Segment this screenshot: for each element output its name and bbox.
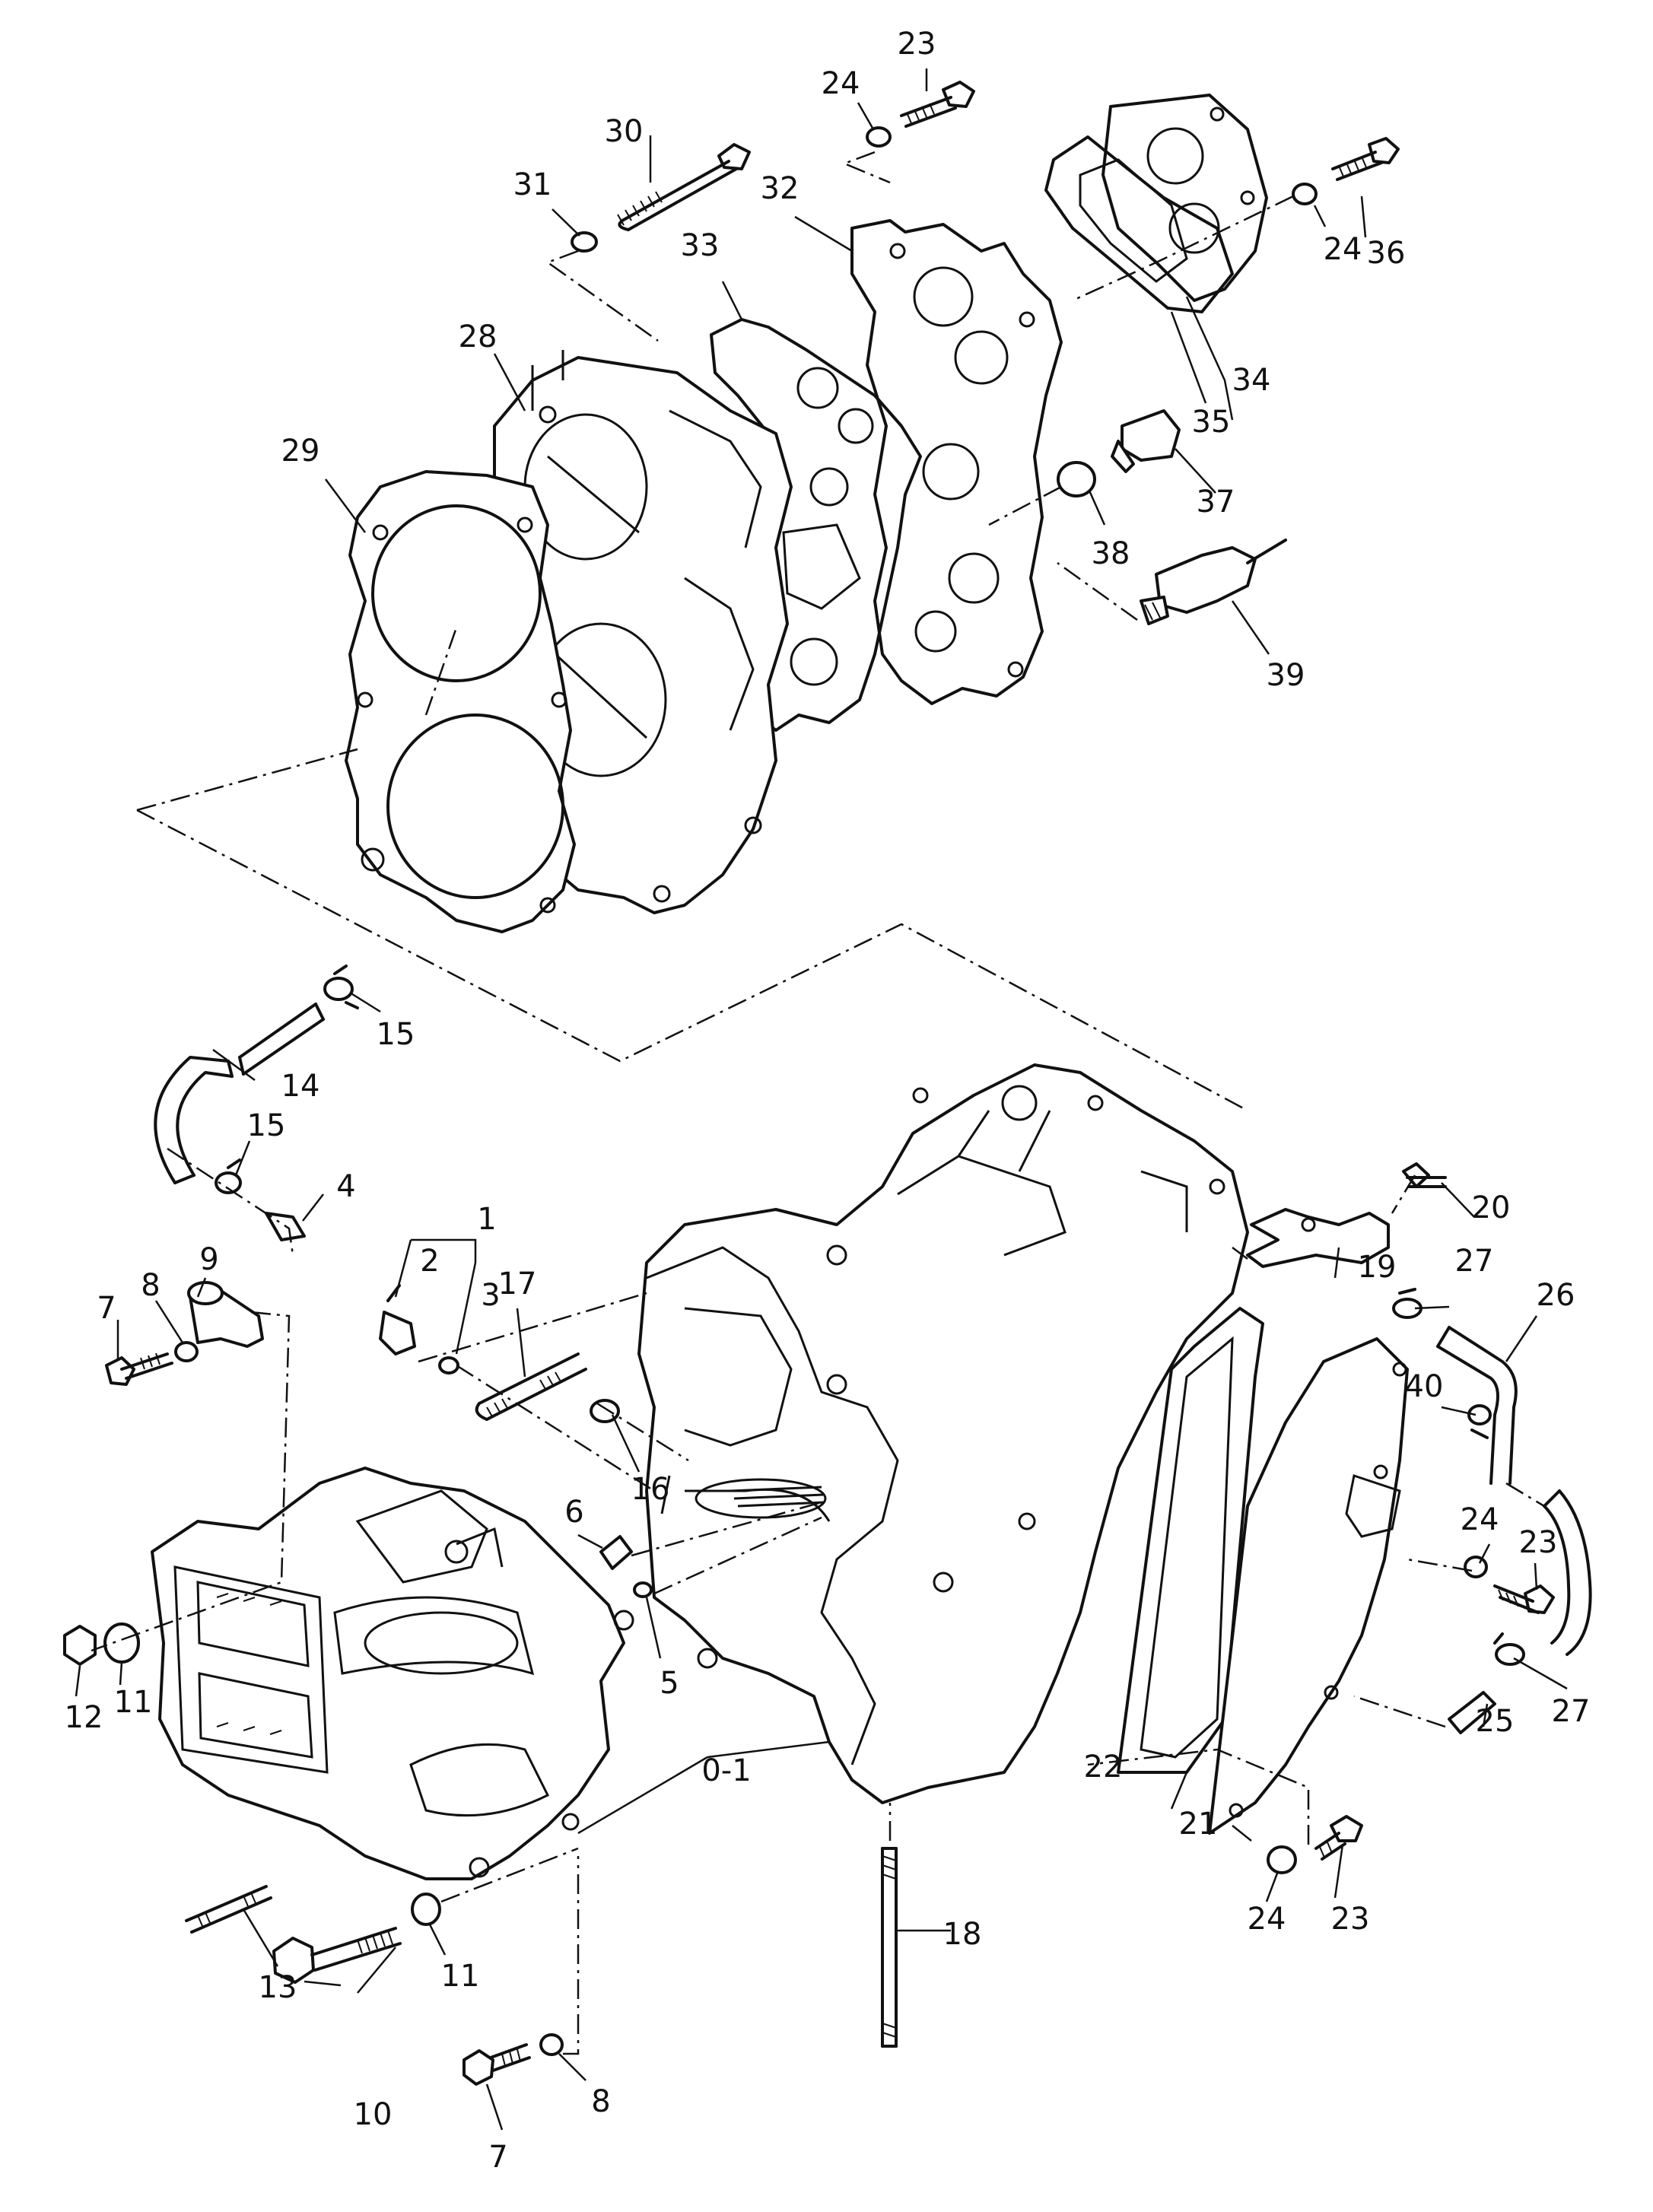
washer-5	[633, 1581, 653, 1598]
callout-13: 13	[259, 1970, 297, 2005]
gasket-22	[1117, 1307, 1264, 1774]
bolt-25	[1448, 1691, 1496, 1734]
bolt-23-bottom	[1314, 1815, 1363, 1861]
bolt-30	[617, 143, 751, 231]
cover-plate-21	[1208, 1337, 1409, 1835]
callout-20: 20	[1472, 1190, 1511, 1225]
callout-2: 2	[420, 1244, 439, 1279]
callout-5: 5	[660, 1666, 679, 1701]
bolt-7-left	[105, 1352, 173, 1386]
callout-6: 6	[564, 1495, 583, 1530]
callout-24c: 24	[1461, 1502, 1499, 1537]
callout-23b: 23	[1519, 1525, 1558, 1560]
head-gasket-29	[345, 470, 576, 933]
clip-27-top	[1392, 1288, 1423, 1319]
callout-27a: 27	[1455, 1244, 1494, 1279]
callout-23c: 23	[1331, 1902, 1370, 1937]
washer-11-left	[103, 1622, 140, 1664]
callout-37: 37	[1197, 485, 1235, 520]
callout-4: 4	[336, 1169, 355, 1204]
callout-39: 39	[1267, 658, 1305, 693]
callout-30: 30	[605, 114, 644, 149]
washer-11-bottom	[411, 1893, 441, 1926]
hose-14	[154, 1003, 325, 1184]
callout-27b: 27	[1552, 1694, 1591, 1729]
bolt-23-right	[1493, 1584, 1555, 1614]
callout-labels: 0-1 1 2 3 4 5 6 7 7 8 8 9 10 11 11 12 13…	[65, 27, 1591, 2175]
nut-12	[63, 1625, 97, 1666]
crankcase-half-left	[151, 1467, 625, 1880]
callout-38: 38	[1092, 536, 1130, 571]
exhaust-cover-32	[850, 219, 1063, 705]
callout-19: 19	[1358, 1250, 1397, 1285]
cap-3	[438, 1356, 459, 1375]
callout-32: 32	[761, 171, 799, 206]
callout-25: 25	[1476, 1704, 1515, 1739]
callout-34: 34	[1232, 363, 1271, 398]
callout-31: 31	[513, 167, 552, 202]
fitting-2	[379, 1311, 416, 1355]
washer-24-right	[1292, 183, 1318, 205]
callout-7a: 7	[97, 1291, 116, 1326]
leader-lines	[75, 68, 1568, 2131]
callout-23a: 23	[898, 27, 936, 62]
washer-31	[571, 231, 598, 253]
bracket-19	[1246, 1208, 1390, 1268]
dowel-16	[590, 1399, 620, 1423]
clip-15-top	[323, 965, 359, 1009]
washer-24-mid	[1464, 1556, 1488, 1578]
bolt-7-bottom	[463, 2043, 531, 2086]
callout-8a: 8	[141, 1268, 160, 1303]
callout-24a: 24	[822, 66, 860, 101]
clip-40	[1467, 1404, 1492, 1439]
plug-37	[1111, 409, 1181, 473]
callout-7b: 7	[488, 2140, 507, 2175]
callout-18: 18	[943, 1917, 982, 1952]
stud-18	[881, 1847, 898, 2048]
bolt-10	[272, 1927, 402, 1984]
callout-1: 1	[477, 1202, 496, 1237]
washer-8-bottom	[539, 2033, 564, 2056]
dowel-6	[599, 1535, 633, 1570]
washer-38	[1057, 461, 1096, 497]
callout-33: 33	[681, 228, 720, 263]
callout-24d: 24	[1248, 1902, 1286, 1937]
callout-22: 22	[1084, 1750, 1123, 1785]
callout-14: 14	[281, 1069, 320, 1104]
callout-12: 12	[65, 1700, 103, 1735]
callout-35: 35	[1192, 405, 1231, 440]
clip-15-mid	[215, 1158, 242, 1194]
fitting-9	[187, 1281, 264, 1348]
washer-24-bottom	[1267, 1845, 1297, 1874]
callout-15a: 15	[377, 1017, 415, 1052]
stud-13	[185, 1885, 272, 1934]
callout-3: 3	[481, 1278, 500, 1313]
callout-10: 10	[354, 2097, 393, 2132]
callout-9: 9	[199, 1242, 218, 1277]
clip-27-bottom	[1493, 1632, 1525, 1666]
callout-16: 16	[631, 1472, 670, 1507]
callout-40: 40	[1405, 1369, 1444, 1404]
callout-21: 21	[1179, 1807, 1218, 1842]
callout-28: 28	[459, 319, 497, 354]
callout-24b: 24	[1324, 232, 1362, 267]
callout-0-1: 0-1	[701, 1753, 751, 1788]
washer-24-top	[866, 126, 892, 148]
callout-15b: 15	[247, 1108, 286, 1143]
crankcase-half-right	[637, 1063, 1249, 1804]
callout-11a: 11	[114, 1685, 153, 1720]
callout-17: 17	[498, 1266, 537, 1301]
spark-plug-39	[1140, 539, 1287, 625]
callout-36: 36	[1367, 236, 1406, 271]
callout-11b: 11	[441, 1959, 480, 1994]
bolt-23-top	[900, 81, 975, 128]
bolt-36	[1331, 137, 1400, 181]
hose-26	[1436, 1326, 1592, 1656]
callout-26: 26	[1537, 1278, 1575, 1313]
washer-8-left	[174, 1341, 199, 1362]
stud-17	[475, 1352, 587, 1421]
callout-8b: 8	[591, 2084, 610, 2119]
callout-29: 29	[281, 434, 320, 469]
